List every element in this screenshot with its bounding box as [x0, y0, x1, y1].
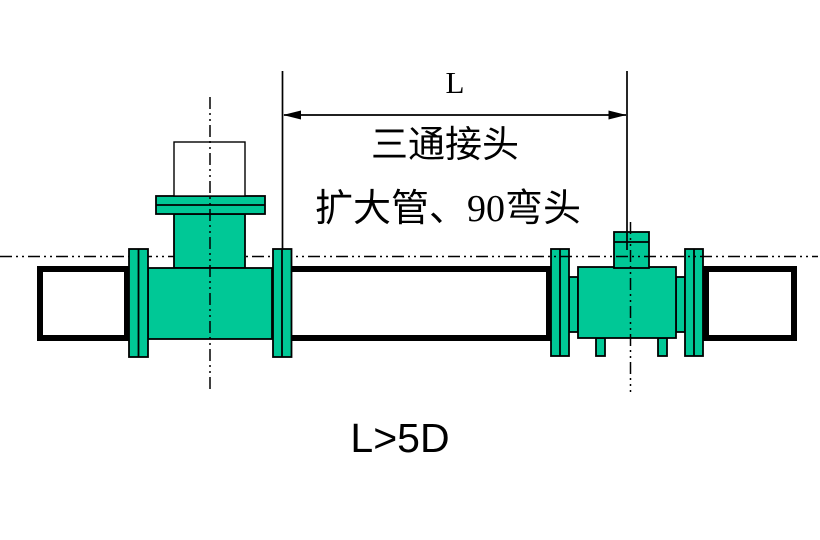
dimension-label: L [446, 65, 465, 100]
flowmeter-foot-left [595, 337, 606, 357]
flowmeter-body [577, 266, 677, 339]
flowmeter-neck-left [568, 276, 579, 333]
pipe-middle [284, 266, 552, 341]
requirement-label: L>5D [350, 415, 449, 461]
dimension [281, 71, 628, 250]
flowmeter-foot-right [657, 337, 668, 357]
flowmeter-transmitter-box [613, 231, 650, 269]
flowmeter [550, 231, 704, 357]
labels: L 三通接头 扩大管、90弯头 L>5D [315, 65, 581, 461]
dimension-arrow-left [283, 110, 301, 120]
pipe-right [703, 266, 797, 341]
dimension-arrow-right [608, 110, 627, 120]
drawing-root: L 三通接头 扩大管、90弯头 L>5D [0, 65, 818, 461]
pipes [37, 266, 797, 341]
pipe-left [37, 266, 130, 341]
flowmeter-neck-right [675, 276, 686, 333]
condition-text-line2: 扩大管、90弯头 [315, 188, 581, 230]
condition-text-line1: 三通接头 [371, 125, 519, 166]
